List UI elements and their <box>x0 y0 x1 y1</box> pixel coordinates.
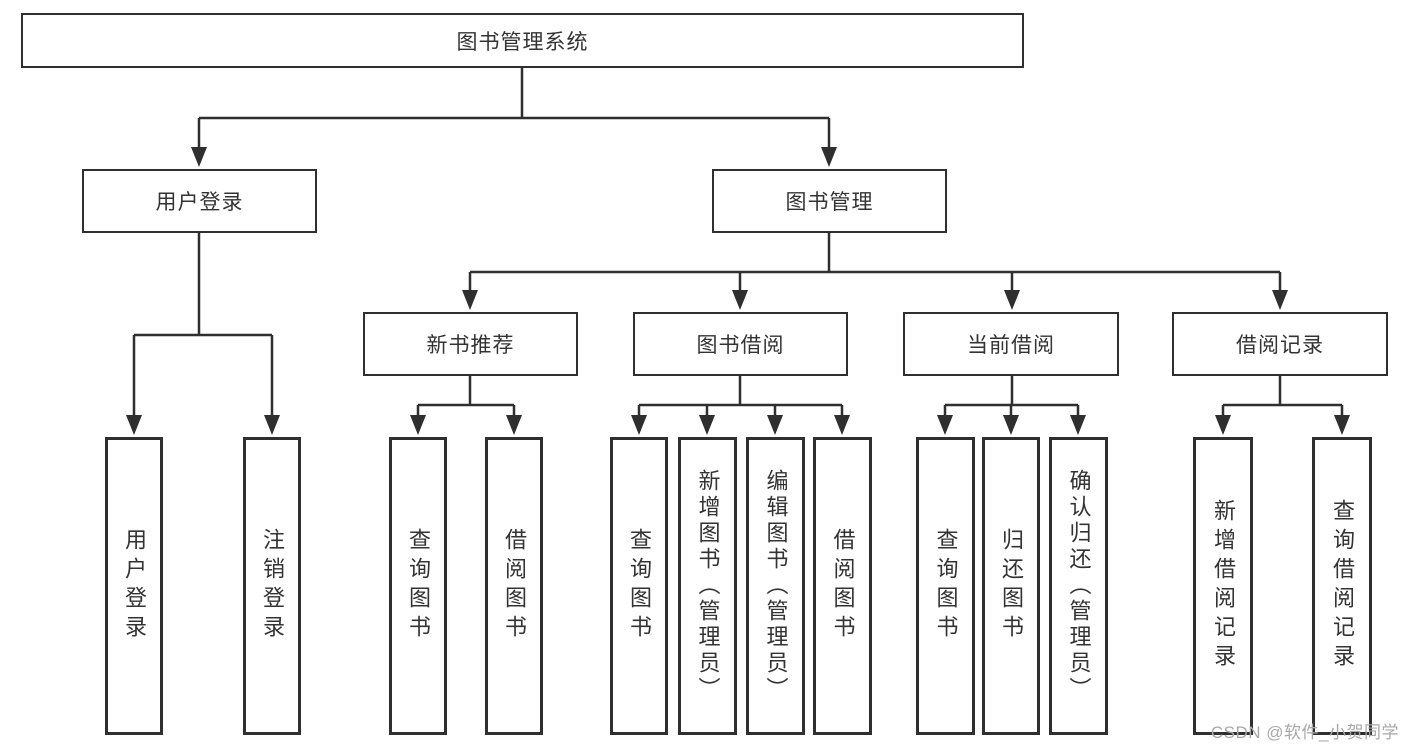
node-borrowing-records: 借阅记录 <box>1172 312 1388 376</box>
node-new-book-recommendation: 新书推荐 <box>363 312 578 376</box>
arrowheads <box>126 147 1350 435</box>
leaf-label: 确认归还（管理员） <box>1066 469 1092 703</box>
leaf-label: 新增图书（管理员） <box>695 469 721 703</box>
leaf-logout-login: 注销登录 <box>243 437 301 735</box>
leaf-label: 用户登录 <box>122 528 147 644</box>
watermark: CSDN @软件_小贺同学 <box>1210 723 1399 742</box>
leaf-add-books-admin: 新增图书（管理员） <box>678 437 737 735</box>
leaf-label: 查询图书 <box>406 528 431 644</box>
node-current-borrowing: 当前借阅 <box>903 312 1119 376</box>
leaf-label: 借阅图书 <box>830 528 856 644</box>
leaf-query-books-current: 查询图书 <box>916 437 975 735</box>
leaf-edit-books-admin: 编辑图书（管理员） <box>746 437 805 735</box>
leaf-query-borrow-record: 查询借阅记录 <box>1312 437 1372 735</box>
leaf-add-borrow-record: 新增借阅记录 <box>1193 437 1253 735</box>
leaf-borrow-books-borrowing: 借阅图书 <box>813 437 872 735</box>
node-book-borrowing: 图书借阅 <box>633 312 848 376</box>
leaf-label: 归还图书 <box>999 528 1024 644</box>
leaf-label: 注销登录 <box>260 528 285 644</box>
node-user-login: 用户登录 <box>82 169 317 233</box>
leaf-query-books-borrowing: 查询图书 <box>610 437 668 735</box>
node-library-system: 图书管理系统 <box>21 13 1024 68</box>
leaf-query-books-recommend: 查询图书 <box>389 437 447 735</box>
leaf-label: 编辑图书（管理员） <box>763 469 789 703</box>
leaf-label: 新增借阅记录 <box>1211 499 1236 673</box>
leaf-label: 借阅图书 <box>502 528 527 644</box>
node-book-management: 图书管理 <box>712 169 947 233</box>
leaf-return-books: 归还图书 <box>982 437 1040 735</box>
leaf-confirm-return-admin: 确认归还（管理员） <box>1049 437 1108 735</box>
leaf-borrow-books-recommend: 借阅图书 <box>485 437 543 735</box>
leaf-label: 查询图书 <box>933 528 959 644</box>
leaf-user-login: 用户登录 <box>105 437 163 735</box>
leaf-label: 查询图书 <box>627 528 652 644</box>
leaf-label: 查询借阅记录 <box>1330 499 1355 673</box>
